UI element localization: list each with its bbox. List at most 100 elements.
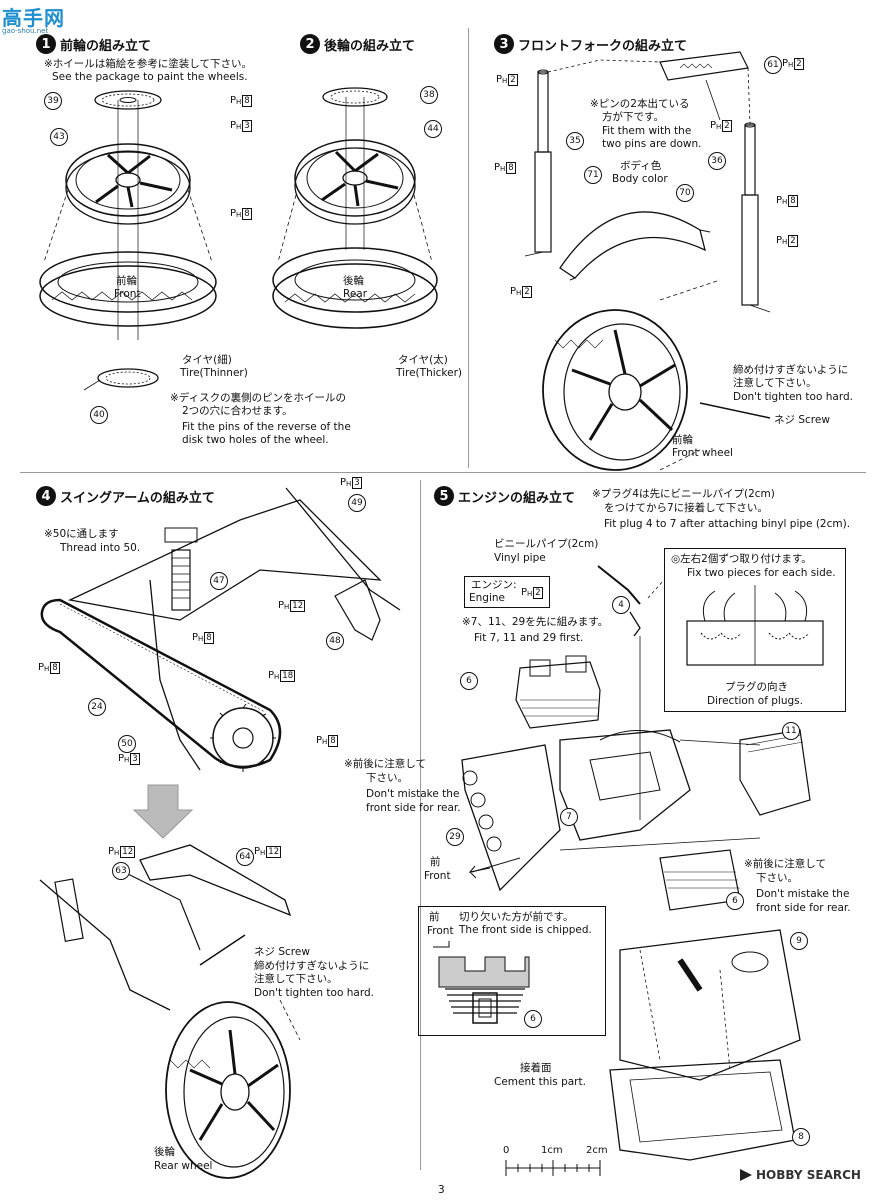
step3-pin-en1: Fit them with the: [602, 125, 692, 137]
step2-number: 2: [300, 34, 320, 54]
part-39: 39: [44, 92, 62, 110]
watermark-logo: 高手网 gao-shou.net: [2, 2, 65, 35]
step3-wheel-en: Front wheel: [672, 447, 733, 459]
part-6: 6: [460, 672, 478, 690]
step2-tire-jp: タイヤ(太): [398, 354, 448, 366]
scale-label-1cm: 1cm: [541, 1145, 563, 1156]
step1-number: 1: [36, 34, 56, 54]
divider-vertical-bottom: [420, 480, 421, 1170]
step5-care2-en2: front side for rear.: [756, 902, 851, 914]
part-29: 29: [446, 828, 464, 846]
step3-tighten-en: Don't tighten too hard.: [733, 391, 853, 403]
part-63: 63: [112, 862, 130, 880]
step4-title-text: スイングアームの組み立て: [60, 490, 215, 506]
hobby-search-icon: [740, 1169, 752, 1181]
part-70: 70: [676, 184, 694, 202]
plug-direction-drawing: [686, 585, 824, 666]
part-8: 8: [792, 1128, 810, 1146]
step5-care-en2: front side for rear.: [366, 802, 461, 814]
step1-disk-jp2: 2つの穴に合わせます。: [182, 405, 293, 417]
step4-number: 4: [36, 486, 56, 506]
step5-title-text: エンジンの組み立て: [458, 490, 576, 506]
step5-plug-en: Fit plug 4 to 7 after attaching binyl pi…: [604, 518, 851, 530]
step1-disk-en2: disk two holes of the wheel.: [182, 434, 329, 446]
step4-tighten-en: Don't tighten too hard.: [254, 987, 374, 999]
step5-care2-en1: Don't mistake the: [756, 888, 850, 900]
step5-first-jp: ※7、11、29を先に組みます。: [462, 616, 609, 628]
step3-pin-jp1: ※ピンの2本出ている: [590, 98, 690, 110]
step5-plug-jp2: をつけてから7に接着して下さい。: [604, 502, 768, 514]
part-24: 24: [88, 698, 106, 716]
divider-vertical-top: [468, 28, 469, 468]
step3-title: 3 フロントフォークの組み立て: [494, 34, 687, 54]
scale-label-2cm: 2cm: [586, 1145, 608, 1156]
step5-plugdir-jp: プラグの向き: [725, 681, 788, 693]
part-35: 35: [566, 132, 584, 150]
step2-tire-label-en: Rear: [343, 288, 368, 300]
step3-pin-en2: two pins are down.: [602, 138, 702, 150]
divider-horizontal: [20, 472, 866, 473]
part-44: 44: [424, 120, 442, 138]
step5-vinyl-jp: ビニールパイプ(2cm): [494, 538, 599, 550]
step1-tire-label-en: Front: [114, 288, 141, 300]
part-47: 47: [210, 572, 228, 590]
part-61: 61: [764, 56, 782, 74]
step5-inset-front-en: Front: [427, 925, 454, 937]
step3-title-text: フロントフォークの組み立て: [518, 38, 688, 54]
part-36: 36: [708, 152, 726, 170]
step3-tighten-jp2: 注意して下さい。: [733, 377, 817, 389]
step3-wheel-jp: 前輪: [672, 434, 693, 446]
step5-plugdir-en: Direction of plugs.: [707, 695, 803, 707]
step5-cement-en: Cement this part.: [494, 1076, 586, 1088]
step1-disk-en1: Fit the pins of the reverse of the: [182, 421, 351, 433]
step1-title: 1 前輪の組み立て: [36, 34, 151, 54]
step3-tighten-jp1: 締め付けすぎないように: [733, 364, 849, 376]
part-9: 9: [790, 932, 808, 950]
step5-care-jp1: ※前後に注意して: [344, 758, 426, 770]
plug-direction-inset: ◎左右2個ずつ取り付けます。 Fix two pieces for each s…: [664, 548, 846, 712]
step5-inset-front-jp: 前: [429, 911, 440, 923]
part-64: 64: [236, 848, 254, 866]
step4-wheel-en: Rear wheel: [154, 1160, 213, 1172]
chipped-front-drawing: [433, 941, 530, 1024]
step3-pin-jp2: 方が下です。: [602, 111, 664, 123]
watermark-chars: 高手网: [2, 6, 65, 30]
step5-engine-en: Engine: [469, 592, 505, 604]
step4-thread-en: Thread into 50.: [60, 542, 141, 554]
step2-title: 2 後輪の組み立て: [300, 34, 415, 54]
step5-cement-jp: 接着面: [520, 1062, 552, 1074]
step1-disk-jp1: ※ディスクの裏側のピンをホイールの: [170, 392, 347, 404]
step5-vinyl-en: Vinyl pipe: [494, 552, 546, 564]
step2-tire-label-jp: 後輪: [343, 275, 364, 287]
part-6: 6: [726, 892, 744, 910]
step5-chip-jp: 切り欠いた方が前です。: [459, 911, 574, 923]
chipped-front-inset: 前 Front 切り欠いた方が前です。 The front side is ch…: [418, 906, 606, 1036]
step5-care-jp2: 下さい。: [366, 772, 408, 784]
step1-note-jp: ※ホイールは箱絵を参考に塗装して下さい。: [44, 58, 252, 70]
step1-title-text: 前輪の組み立て: [60, 38, 152, 54]
part-11: 11: [782, 722, 800, 740]
part-50: 50: [118, 735, 136, 753]
step1-tire-label-jp: 前輪: [116, 275, 137, 287]
part-38: 38: [420, 86, 438, 104]
part-49: 49: [348, 494, 366, 512]
step4-thread-jp: ※50に通します: [44, 528, 119, 540]
part-71: 71: [584, 166, 602, 184]
step5-first-en: Fit 7, 11 and 29 first.: [474, 632, 584, 644]
step5-front-jp: 前: [430, 856, 441, 868]
